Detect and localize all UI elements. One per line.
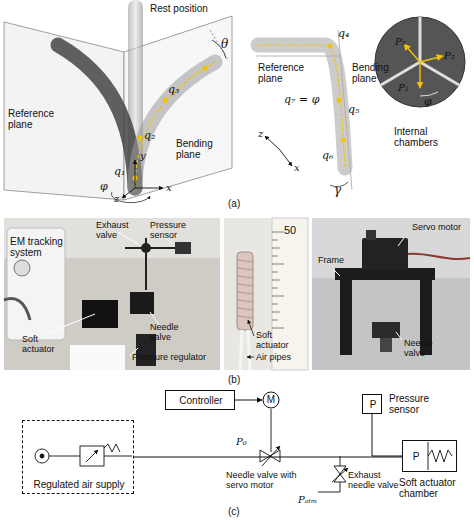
- annotation-label: Air pipes: [256, 352, 306, 362]
- annotation-label: φ: [424, 96, 432, 108]
- annotation-label: z: [114, 193, 119, 204]
- annotation-label: y: [140, 150, 146, 161]
- annotation-label: Pₐₜₘ: [298, 494, 317, 505]
- annotation-label: q₅: [348, 104, 359, 116]
- annotation-label: 50: [284, 224, 296, 236]
- annotation-label: Pressure sensor: [150, 220, 205, 240]
- node-text: Controller: [166, 395, 236, 406]
- annotation-label: (c): [228, 506, 240, 517]
- annotation-label: Soft actuator: [256, 330, 301, 350]
- annotation-label: Reference plane: [258, 62, 313, 84]
- annotation-label: q₄: [338, 28, 349, 40]
- setup-photo: [4, 218, 220, 370]
- annotation-label: P₃: [395, 36, 406, 47]
- annotation-label: z: [258, 128, 263, 139]
- annotation-label: Reference plane: [8, 108, 60, 130]
- kinematic-sketch: [4, 0, 232, 203]
- pipe-connector: [235, 400, 262, 401]
- node-text: Regulated air supply: [23, 479, 135, 490]
- annotation-label: Servo motor: [412, 222, 462, 232]
- annotation-label: Exhaust valve: [96, 220, 136, 240]
- controller-box: Controller: [165, 390, 235, 410]
- annotation-label: q₃: [168, 84, 179, 96]
- valve-photo: [312, 218, 470, 370]
- annotation-label: Bending plane: [352, 62, 402, 84]
- node-heading: Soft actuator chamber: [399, 477, 469, 499]
- annotation-label: Frame: [318, 255, 344, 265]
- annotation-label: γ: [334, 184, 341, 197]
- node-heading: Pressure sensor: [389, 393, 439, 415]
- annotation-label: x: [166, 182, 172, 193]
- pressure-sensor-box: PPressure sensor: [362, 394, 382, 414]
- annotation-label: Needle valve: [404, 338, 454, 358]
- annotation-label: q₇ = φ: [284, 94, 319, 106]
- annotation-label: Internal chambers: [394, 126, 454, 148]
- annotation-label: Needle valve: [150, 322, 190, 342]
- node-text: P: [407, 451, 425, 462]
- annotation-label: (a): [228, 198, 240, 209]
- annotation-label: Bending plane: [176, 138, 231, 160]
- annotation-label: Exhaust needle valve: [348, 470, 400, 490]
- actuator-chamber-box: PSoft actuator chamber: [402, 440, 457, 472]
- pipe-connector: [372, 414, 402, 456]
- annotation-label: q₁: [114, 166, 125, 178]
- annotation-label: Needle valve with servo motor: [226, 470, 306, 490]
- annotation-label: P₂: [444, 50, 455, 61]
- pipe-connector: [134, 457, 402, 458]
- annotation-label: Soft actuator: [22, 334, 72, 354]
- annotation-label: EM tracking system: [10, 236, 65, 258]
- annotation-label: (b): [228, 374, 240, 385]
- motor-circle: M: [262, 391, 280, 409]
- annotation-label: φ: [100, 181, 108, 193]
- annotation-label: P₀: [236, 436, 247, 447]
- node-text: M: [262, 394, 280, 405]
- node-text: P: [363, 399, 383, 410]
- annotation-label: x: [294, 162, 300, 173]
- annotation-label: q₆: [322, 150, 333, 162]
- annotation-label: Pressure regulator: [132, 352, 222, 362]
- annotation-label: P₁: [398, 82, 409, 93]
- annotation-label: q₂: [144, 130, 155, 142]
- annotation-label: Rest position: [150, 3, 208, 14]
- air-supply-box: Regulated air supply: [22, 420, 134, 494]
- actuator-photo: [224, 218, 308, 370]
- annotation-label: θ: [221, 38, 228, 51]
- bending-sketch: [256, 30, 352, 190]
